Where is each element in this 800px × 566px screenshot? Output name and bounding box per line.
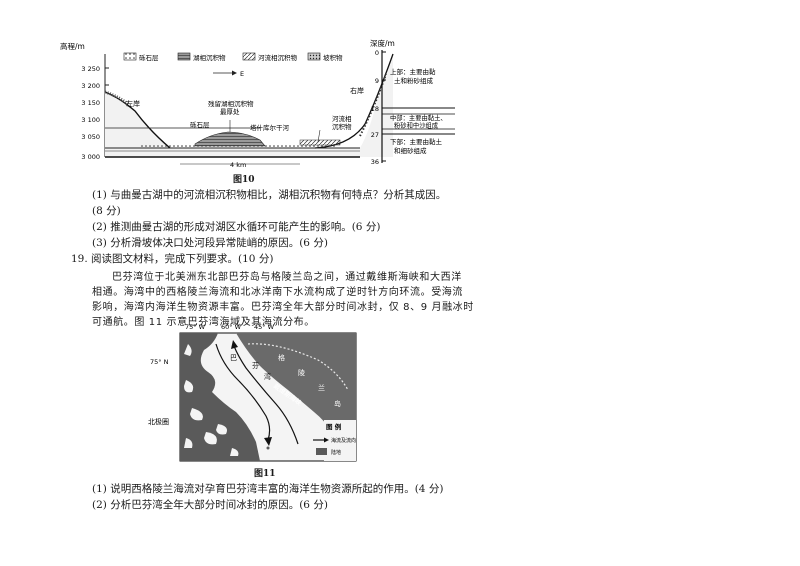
- scale-label: 4 km: [230, 161, 246, 169]
- fig11-legend-title: 图 例: [326, 422, 342, 431]
- depth-tick: 18: [371, 105, 379, 113]
- fig10-ytick: 3 050: [81, 133, 100, 141]
- q19-1: (1) 说明西格陵兰海流对孕育巴芬湾丰富的海洋生物资源所起的作用。(4 分): [92, 483, 444, 495]
- legend-gravel-label: 砾石层: [139, 54, 159, 62]
- direction-label: E: [240, 70, 244, 78]
- greenland-char: 岛: [334, 399, 341, 408]
- q19-heading: 19. 阅读图文材料，完成下列要求。(10 分): [71, 253, 274, 265]
- q19-para-line: 可通航。图 11 示意巴芬湾海域及其海流分布。: [92, 317, 315, 328]
- left-bank-slope: [104, 91, 171, 149]
- greenland-char: 兰: [318, 383, 325, 392]
- depth-upper-label: 上部：主要由黏土和粉砂组成: [390, 67, 436, 85]
- arctic-circle-label: 北极圈: [148, 417, 169, 426]
- legend-land-label: 陆地: [331, 449, 341, 456]
- lon-60w: 60° W: [221, 323, 242, 331]
- depth-column-chart: 深度/m 0 9 18 27 36 上部：主要由黏土和粉砂组成 中部：主要由黏土…: [370, 38, 455, 166]
- fig10-ytick: 3 000: [81, 153, 100, 161]
- legend-slope-label: 坡积物: [323, 53, 343, 62]
- legend-current-label: 海流及流向: [331, 437, 356, 444]
- fig10-ylabel: 高程/m: [60, 41, 85, 51]
- legend-river-swatch: [242, 52, 256, 61]
- baffin-island-land: [180, 333, 260, 461]
- depth-tick: 27: [371, 131, 379, 139]
- fig10-ytick: 3 200: [81, 82, 100, 90]
- q18-2: (2) 推测曲曼古湖的形成对湖区水循环可能产生的影响。(6 分): [92, 221, 381, 233]
- depth-middle-label: 中部：主要由黏土、粉砂和中沙组成: [390, 113, 447, 130]
- fig10-legend: 砾石层 湖相沉积物 河流相沉积物 坡积物: [123, 52, 343, 62]
- river-name-label: 塔什库尔干河: [250, 123, 290, 132]
- legend-gravel-swatch: [123, 52, 137, 61]
- lon-45w: 45° W: [254, 323, 275, 331]
- fig10-caption: 图10: [233, 175, 255, 185]
- legend-land-swatch: [316, 448, 327, 455]
- lon-75w: 75° W: [185, 323, 206, 331]
- fig10-ytick: 3 100: [81, 116, 100, 124]
- depth-tick: 36: [371, 158, 379, 166]
- fig11-baffin-bay-map: 75° W 60° W 45° W 75° N 北极圈 60° N 巴 芬 湾 …: [148, 323, 357, 463]
- q18-1-line1: (1) 与曲曼古湖中的河流相沉积物相比，湖相沉积物有何特点？分析其成因。: [92, 189, 447, 201]
- greenland-char: 陵: [298, 368, 305, 377]
- baffin-current-arrow: [215, 343, 271, 441]
- greenland-char: 格: [278, 353, 285, 362]
- legend-lake-label: 湖相沉积物: [193, 53, 226, 62]
- left-bank-label: 左岸: [126, 99, 140, 108]
- fig10-profile-chart: 高程/m 3 250 3 200 3 150 3 100 3 050 3 000…: [60, 41, 394, 169]
- lat-75n: 75° N: [150, 358, 169, 366]
- depth-lower-label: 下部：主要由黏土和细砂组成: [390, 137, 443, 155]
- q18-3: (3) 分析滑坡体决口处河段异常陡峭的原因。(6 分): [92, 237, 328, 249]
- q19-2: (2) 分析巴芬湾全年大部分时间冰封的原因。(6 分): [92, 499, 328, 511]
- depth-label: 深度/m: [370, 38, 395, 48]
- depth-tick: 9: [375, 77, 379, 85]
- gravel-label: 砾石层: [190, 121, 210, 129]
- west-greenland-current-arrow: [233, 345, 299, 445]
- q19-para-line: 相通。海湾中的西格陵兰海流和北冰洋南下水流构成了逆时针方向环流。受海流: [92, 287, 463, 298]
- fig10-ytick: 3 250: [81, 65, 100, 73]
- legend-slope-swatch: [307, 52, 321, 61]
- gravel-layer: [140, 144, 335, 148]
- q19-para-line: 巴芬湾位于北美洲东北部巴芬岛与格陵兰岛之间，通过戴维斯海峡和大西洋: [112, 272, 462, 283]
- legend-river-label: 河流相沉积物: [258, 53, 298, 62]
- right-bank-label: 右岸: [350, 86, 364, 95]
- legend-lake-swatch: [177, 52, 191, 61]
- fig11-caption: 图11: [254, 469, 276, 479]
- fluvial-deposit: [299, 139, 341, 146]
- bay-label-1: 巴: [230, 354, 237, 362]
- depth-tick: 0: [375, 49, 379, 57]
- lake-thick-label: 残留湖相沉积物最厚处: [208, 99, 254, 116]
- lake-deposit: [194, 131, 266, 147]
- bay-label-3: 湾: [264, 372, 271, 381]
- bay-label-2: 芬: [252, 361, 259, 370]
- q19-para-line: 影响，海湾内海洋生物资源丰富。巴芬湾全年大部分时间冰封，仅 8、9 月融冰时: [92, 302, 474, 313]
- fluvial-label: 河流相沉积物: [332, 114, 352, 131]
- fig10-ytick: 3 150: [81, 99, 100, 107]
- q18-1-line2: (8 分): [92, 205, 121, 217]
